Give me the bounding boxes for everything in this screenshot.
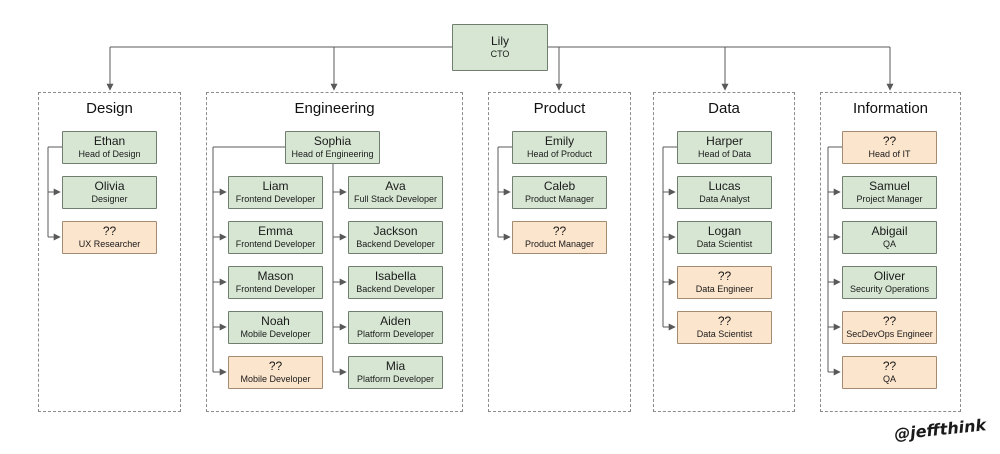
node-name: Mia xyxy=(385,359,406,374)
org-node-sophia: Sophia Head of Engineering xyxy=(285,131,380,164)
dept-information: Information xyxy=(820,92,961,412)
node-role: Frontend Developer xyxy=(235,193,316,204)
node-name: ?? xyxy=(552,224,567,239)
node-name: Lucas xyxy=(708,179,741,194)
dept-title: Data xyxy=(708,100,740,117)
node-role: Product Manager xyxy=(524,193,595,204)
org-node-vacant-data-engineer: ?? Data Engineer xyxy=(677,266,772,299)
node-role: Head of Engineering xyxy=(291,148,374,159)
node-name: Olivia xyxy=(94,179,125,194)
node-name: ?? xyxy=(717,314,732,329)
dept-engineering: Engineering xyxy=(206,92,463,412)
node-role: QA xyxy=(882,373,896,384)
org-node-vacant-data-scientist: ?? Data Scientist xyxy=(677,311,772,344)
node-role: Data Scientist xyxy=(696,328,753,339)
dept-title: Engineering xyxy=(294,100,375,117)
node-role: Head of Data xyxy=(697,148,752,159)
org-node-abigail: Abigail QA xyxy=(842,221,937,254)
node-role: Data Engineer xyxy=(695,283,754,294)
node-role: Security Operations xyxy=(849,283,930,294)
org-node-vacant-product-manager: ?? Product Manager xyxy=(512,221,607,254)
org-node-emily: Emily Head of Product xyxy=(512,131,607,164)
node-role: SecDevOps Engineer xyxy=(846,328,933,339)
org-node-harper: Harper Head of Data xyxy=(677,131,772,164)
node-name: Noah xyxy=(261,314,290,329)
node-role: CTO xyxy=(490,48,510,59)
node-name: ?? xyxy=(882,359,897,374)
org-node-liam: Liam Frontend Developer xyxy=(228,176,323,209)
dept-title: Information xyxy=(852,100,929,117)
node-name: Samuel xyxy=(869,179,910,194)
org-node-vacant-qa: ?? QA xyxy=(842,356,937,389)
org-node-caleb: Caleb Product Manager xyxy=(512,176,607,209)
node-name: ?? xyxy=(882,134,897,149)
org-node-oliver: Oliver Security Operations xyxy=(842,266,937,299)
node-name: Abigail xyxy=(871,224,908,239)
dept-data: Data xyxy=(653,92,795,412)
node-role: Designer xyxy=(91,193,128,204)
node-role: Data Analyst xyxy=(699,193,750,204)
dept-title: Design xyxy=(86,100,133,117)
org-node-olivia: Olivia Designer xyxy=(62,176,157,209)
org-node-mia: Mia Platform Developer xyxy=(348,356,443,389)
node-name: Caleb xyxy=(543,179,576,194)
node-role: Head of Design xyxy=(78,148,141,159)
org-node-vacant-mobile-developer: ?? Mobile Developer xyxy=(228,356,323,389)
node-role: Platform Developer xyxy=(356,328,435,339)
org-node-samuel: Samuel Project Manager xyxy=(842,176,937,209)
node-name: Jackson xyxy=(373,224,418,239)
org-node-ethan: Ethan Head of Design xyxy=(62,131,157,164)
org-node-vacant-ux-researcher: ?? UX Researcher xyxy=(62,221,157,254)
node-role: Frontend Developer xyxy=(235,238,316,249)
dept-title: Product xyxy=(533,100,586,117)
node-name: ?? xyxy=(882,314,897,329)
node-name: Liam xyxy=(262,179,289,194)
node-name: Logan xyxy=(707,224,742,239)
org-node-vacant-secdevops-engineer: ?? SecDevOps Engineer xyxy=(842,311,937,344)
node-name: Mason xyxy=(257,269,294,284)
node-role: Head of IT xyxy=(868,148,911,159)
node-role: Mobile Developer xyxy=(240,328,311,339)
node-name: Aiden xyxy=(380,314,411,329)
node-name: Emily xyxy=(544,134,575,149)
node-name: ?? xyxy=(717,269,732,284)
node-role: Backend Developer xyxy=(356,283,435,294)
node-role: Head of Product xyxy=(526,148,593,159)
node-name: Isabella xyxy=(374,269,417,284)
node-name: ?? xyxy=(102,224,117,239)
node-name: Oliver xyxy=(873,269,906,284)
dept-product: Product xyxy=(488,92,631,412)
org-node-emma: Emma Frontend Developer xyxy=(228,221,323,254)
node-role: Project Manager xyxy=(856,193,923,204)
node-role: Mobile Developer xyxy=(240,373,311,384)
node-name: Lily xyxy=(490,34,509,49)
node-role: Data Scientist xyxy=(696,238,753,249)
org-node-cto: Lily CTO xyxy=(452,24,548,71)
org-node-lucas: Lucas Data Analyst xyxy=(677,176,772,209)
org-node-noah: Noah Mobile Developer xyxy=(228,311,323,344)
node-name: Harper xyxy=(706,134,743,149)
org-node-logan: Logan Data Scientist xyxy=(677,221,772,254)
node-role: Full Stack Developer xyxy=(353,193,438,204)
node-role: QA xyxy=(882,238,896,249)
node-name: Ava xyxy=(385,179,406,194)
node-role: Frontend Developer xyxy=(235,283,316,294)
node-role: UX Researcher xyxy=(78,238,141,249)
node-name: Sophia xyxy=(313,134,352,149)
node-name: Ethan xyxy=(93,134,126,149)
org-node-mason: Mason Frontend Developer xyxy=(228,266,323,299)
org-node-aiden: Aiden Platform Developer xyxy=(348,311,443,344)
dept-design: Design xyxy=(38,92,181,412)
node-role: Platform Developer xyxy=(356,373,435,384)
node-name: Emma xyxy=(258,224,293,239)
node-role: Product Manager xyxy=(524,238,595,249)
node-name: ?? xyxy=(268,359,283,374)
org-node-vacant-head-of-it: ?? Head of IT xyxy=(842,131,937,164)
org-node-isabella: Isabella Backend Developer xyxy=(348,266,443,299)
org-node-jackson: Jackson Backend Developer xyxy=(348,221,443,254)
org-node-ava: Ava Full Stack Developer xyxy=(348,176,443,209)
node-role: Backend Developer xyxy=(356,238,435,249)
